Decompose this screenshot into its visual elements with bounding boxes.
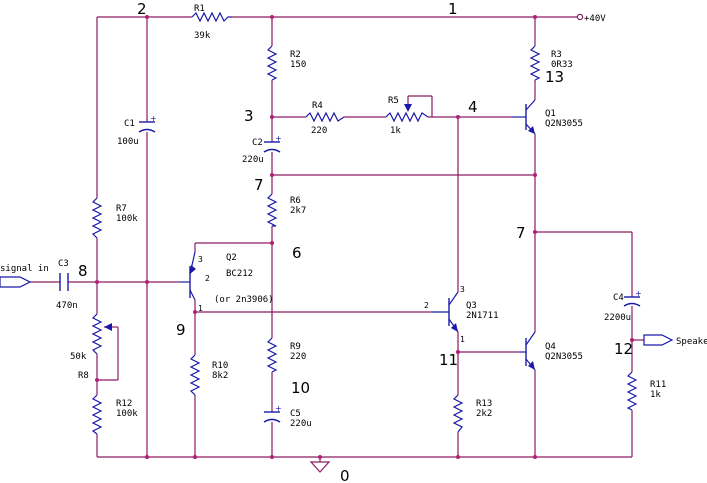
q1-ref: Q1 [545, 109, 556, 119]
resistor-r13 [452, 394, 464, 433]
svg-text:+: + [150, 114, 157, 123]
output-label: Speaker [676, 337, 707, 347]
q3-pin-label: 3 [460, 285, 465, 294]
resistors [91, 11, 638, 435]
node-label: 2 [137, 0, 147, 18]
resistor-r2 [266, 45, 278, 81]
svg-text:+: + [275, 404, 282, 413]
r5-ref: R5 [388, 96, 399, 106]
c1-value: 100u [117, 137, 139, 147]
r9-ref: R9 [290, 342, 301, 352]
node-label: 10 [291, 379, 310, 397]
r11-value: 1k [650, 390, 661, 400]
r7-value: 100k [116, 214, 138, 224]
output-port [643, 334, 674, 346]
q2-part: BC212 [226, 269, 253, 279]
r3-ref: R3 [551, 50, 562, 60]
r12-value: 100k [116, 409, 138, 419]
r11-ref: R11 [650, 380, 666, 390]
q3-pin-label: 1 [460, 335, 465, 344]
resistor-r6 [266, 193, 278, 227]
r4-ref: R4 [312, 101, 323, 111]
q2-alt: (or 2n3906) [214, 295, 274, 305]
resistor-r7 [91, 197, 103, 239]
resistor-r10 [189, 354, 201, 396]
node-label: 1 [448, 0, 458, 18]
q2-pin-label: 2 [205, 274, 210, 283]
r12-ref: R12 [116, 399, 132, 409]
node-label: 4 [468, 98, 478, 116]
resistor-r3 [529, 45, 541, 81]
node-label: 7 [516, 224, 526, 242]
r13-ref: R13 [476, 399, 492, 409]
node-label: 12 [614, 340, 633, 358]
c5-ref: C5 [290, 409, 301, 419]
c1-ref: C1 [124, 119, 135, 129]
supply-terminal [576, 13, 584, 21]
svg-text:+: + [275, 134, 282, 143]
r2-value: 150 [290, 60, 306, 70]
q1-part: Q2N3055 [545, 119, 583, 129]
r10-value: 8k2 [212, 371, 228, 381]
c2-ref: C2 [252, 138, 263, 148]
r6-ref: R6 [290, 196, 301, 206]
q3-part: 2N1711 [466, 311, 499, 321]
node-label: 9 [176, 321, 186, 339]
r8-value: R8 [78, 371, 89, 381]
ports [0, 13, 674, 473]
r1-value: 39k [194, 31, 211, 41]
svg-text:+: + [635, 289, 642, 298]
r3-value: 0R33 [551, 60, 573, 70]
c3-value: 470n [56, 301, 78, 311]
q2-pin-label: 3 [198, 255, 203, 264]
resistor-r11 [626, 371, 638, 411]
q4-part: Q2N3055 [545, 352, 583, 362]
node-label: 0 [340, 467, 350, 483]
component-labels: +40V signal in Speaker R1 39k R2 150 R3 … [0, 4, 707, 429]
c5-value: 220u [290, 419, 312, 429]
resistor-r9 [266, 337, 278, 373]
q3-ref: Q3 [466, 301, 477, 311]
transistors [180, 99, 536, 371]
c4-ref: C4 [613, 293, 624, 303]
r10-ref: R10 [212, 361, 228, 371]
c2-value: 220u [242, 155, 264, 165]
r1-ref: R1 [194, 4, 205, 14]
c4-value: 2200u [604, 313, 631, 323]
r5-value: 1k [390, 126, 401, 136]
node-label: 6 [292, 244, 302, 262]
node-label: 11 [439, 351, 458, 369]
resistor-r1 [191, 11, 232, 23]
input-port [0, 276, 32, 288]
r9-value: 220 [290, 352, 306, 362]
resistor-r4 [305, 111, 345, 123]
r7-ref: R7 [116, 204, 127, 214]
q2-ref: Q2 [226, 253, 237, 263]
node-label: 3 [244, 107, 254, 125]
node-label: 7 [254, 176, 264, 194]
resistor-r8 [91, 313, 103, 355]
resistor-r5 [385, 111, 429, 123]
junctions [95, 15, 634, 459]
supply-label: +40V [584, 14, 606, 24]
resistor-r12 [91, 394, 103, 435]
r6-value: 2k7 [290, 206, 306, 216]
r8-ref: 50k [70, 352, 87, 362]
r4-value: 220 [311, 126, 327, 136]
r2-ref: R2 [290, 50, 301, 60]
c3-ref: C3 [58, 259, 69, 269]
q2-pin-label: 1 [198, 304, 203, 313]
ground-symbol [309, 461, 331, 473]
q3-pin-label: 2 [424, 301, 429, 310]
node-labels: 1 2 3 4 6 7 7 8 9 10 11 12 13 0 [78, 0, 633, 483]
node-label: 13 [545, 68, 564, 86]
node-label: 8 [78, 262, 88, 280]
input-label: signal in [0, 264, 49, 274]
capacitors: + + + + [59, 114, 642, 423]
r13-value: 2k2 [476, 409, 492, 419]
q4-ref: Q4 [545, 342, 556, 352]
